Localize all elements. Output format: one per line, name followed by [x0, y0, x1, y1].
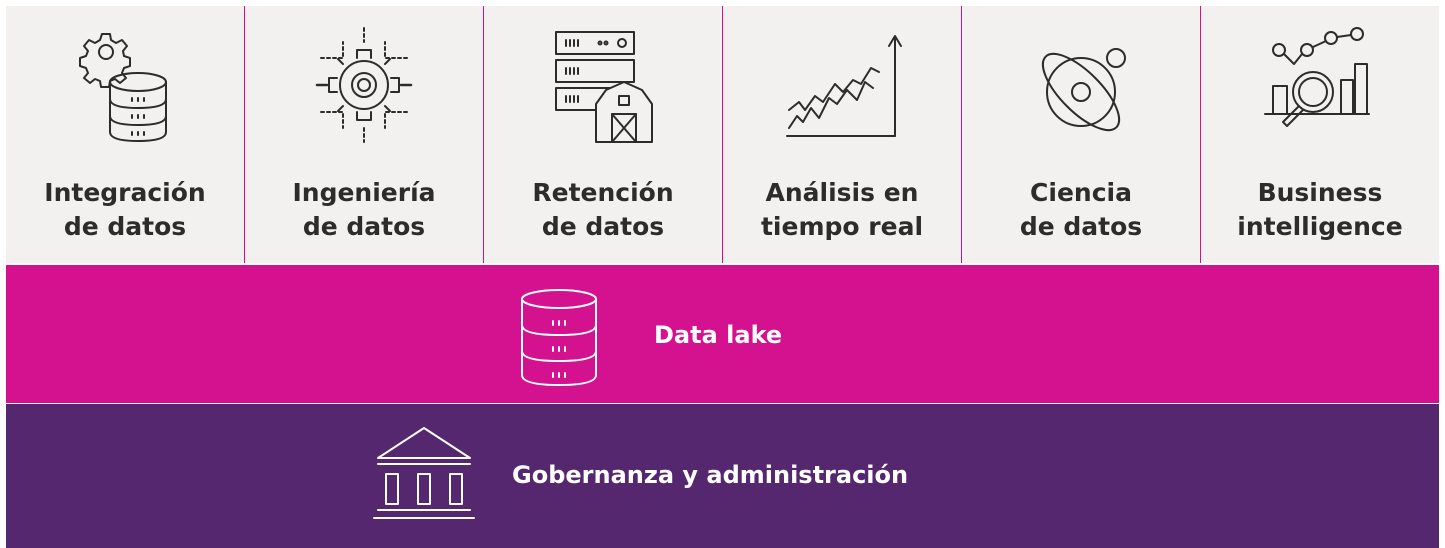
data-lake-label: Data lake: [654, 321, 783, 349]
tile-label-line1: Integración: [44, 178, 206, 207]
magnifier-chart-icon: [1255, 20, 1385, 150]
tile-label-line1: Análisis en: [765, 178, 919, 207]
governance-band: Gobernanza y administración: [6, 404, 1439, 548]
gear-database-icon: [60, 20, 190, 150]
tile-label: Integración de datos: [25, 176, 225, 244]
tile-label-line2: de datos: [541, 212, 665, 241]
governance-label: Gobernanza y administración: [512, 461, 909, 489]
tile-label: Ciencia de datos: [981, 176, 1181, 244]
tile-business-intelligence: Business intelligence: [1201, 6, 1439, 263]
tile-label: Retención de datos: [503, 176, 703, 244]
tile-retencion-de-datos: Retención de datos: [484, 6, 723, 263]
tile-label: Ingeniería de datos: [264, 176, 464, 244]
tile-analisis-en-tiempo-real: Análisis en tiempo real: [723, 6, 962, 263]
tile-ingenieria-de-datos: Ingeniería de datos: [245, 6, 484, 263]
tile-label: Análisis en tiempo real: [742, 176, 942, 244]
trend-chart-icon: [777, 20, 907, 150]
atom-icon: [1016, 20, 1146, 150]
capabilities-row: Integración de datos Ingeniería: [6, 6, 1439, 263]
tile-label-line2: de datos: [63, 212, 187, 241]
gear-circuit-icon: [299, 20, 429, 150]
tile-label-line1: Business: [1257, 178, 1383, 207]
tile-label-line2: tiempo real: [760, 212, 924, 241]
tile-label-line2: intelligence: [1237, 212, 1403, 241]
tile-ciencia-de-datos: Ciencia de datos: [962, 6, 1201, 263]
tile-label: Business intelligence: [1220, 176, 1420, 244]
tile-label-line1: Retención: [532, 178, 674, 207]
tile-label-line2: de datos: [302, 212, 426, 241]
tile-integracion-de-datos: Integración de datos: [6, 6, 245, 263]
institution-icon: [372, 424, 476, 524]
tile-label-line1: Ingeniería: [292, 178, 436, 207]
server-barn-icon: [538, 20, 668, 150]
data-lake-band: Data lake: [6, 265, 1439, 403]
database-icon: [518, 287, 600, 389]
tile-label-line2: de datos: [1019, 212, 1143, 241]
tile-label-line1: Ciencia: [1030, 178, 1132, 207]
